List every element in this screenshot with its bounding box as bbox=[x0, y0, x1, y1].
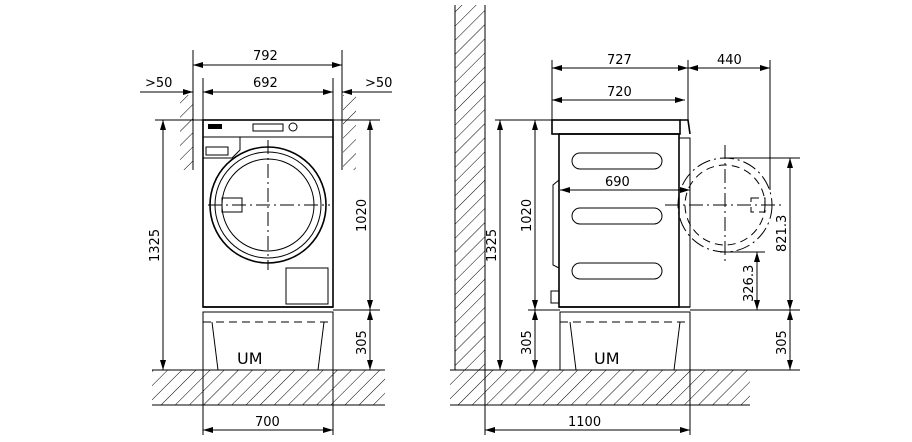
base-um-side: UM bbox=[559, 311, 691, 371]
left-wall-hatch bbox=[180, 95, 193, 170]
door-swing-circle bbox=[665, 145, 785, 265]
base-label-side: UM bbox=[594, 349, 620, 368]
dim-width-machine: 692 bbox=[253, 76, 278, 91]
dim-height-machine-side: 1020 bbox=[520, 199, 535, 232]
rear-wall-hatch bbox=[455, 5, 485, 370]
floor-hatch bbox=[152, 370, 385, 405]
dim-base-width: 700 bbox=[255, 415, 280, 430]
dim-door-bottom-height: 326.3 bbox=[742, 265, 757, 302]
dim-door-center-height: 821.3 bbox=[775, 215, 790, 252]
front-view: UM 792 692 >50 >50 1325 1020 305 700 bbox=[140, 49, 392, 435]
dim-height-base-right: 305 bbox=[775, 330, 790, 355]
side-view: UM 727 440 720 690 1325 1020 305 821.3 3… bbox=[450, 5, 800, 435]
dim-base-depth: 1100 bbox=[568, 415, 601, 430]
dim-depth-top: 720 bbox=[607, 85, 632, 100]
floor-hatch-side bbox=[450, 370, 750, 405]
dim-height-machine-front: 1020 bbox=[355, 199, 370, 232]
dim-door-swing: 440 bbox=[717, 53, 742, 68]
dim-depth-body: 690 bbox=[605, 175, 630, 190]
dim-height-total-side: 1325 bbox=[485, 229, 500, 262]
dim-depth-overall: 727 bbox=[607, 53, 632, 68]
dim-width-overall: 792 bbox=[253, 49, 278, 64]
base-label-front: UM bbox=[237, 349, 263, 368]
base-um-front: UM bbox=[202, 311, 334, 371]
washer-side bbox=[550, 119, 691, 308]
dim-height-base-front: 305 bbox=[355, 330, 370, 355]
dim-height-base-side: 305 bbox=[520, 330, 535, 355]
dim-clearance-right: >50 bbox=[365, 76, 392, 91]
right-wall-hatch bbox=[343, 95, 356, 170]
washer-front bbox=[202, 119, 334, 308]
dim-clearance-left: >50 bbox=[145, 76, 172, 91]
dim-height-total-front: 1325 bbox=[148, 229, 163, 262]
